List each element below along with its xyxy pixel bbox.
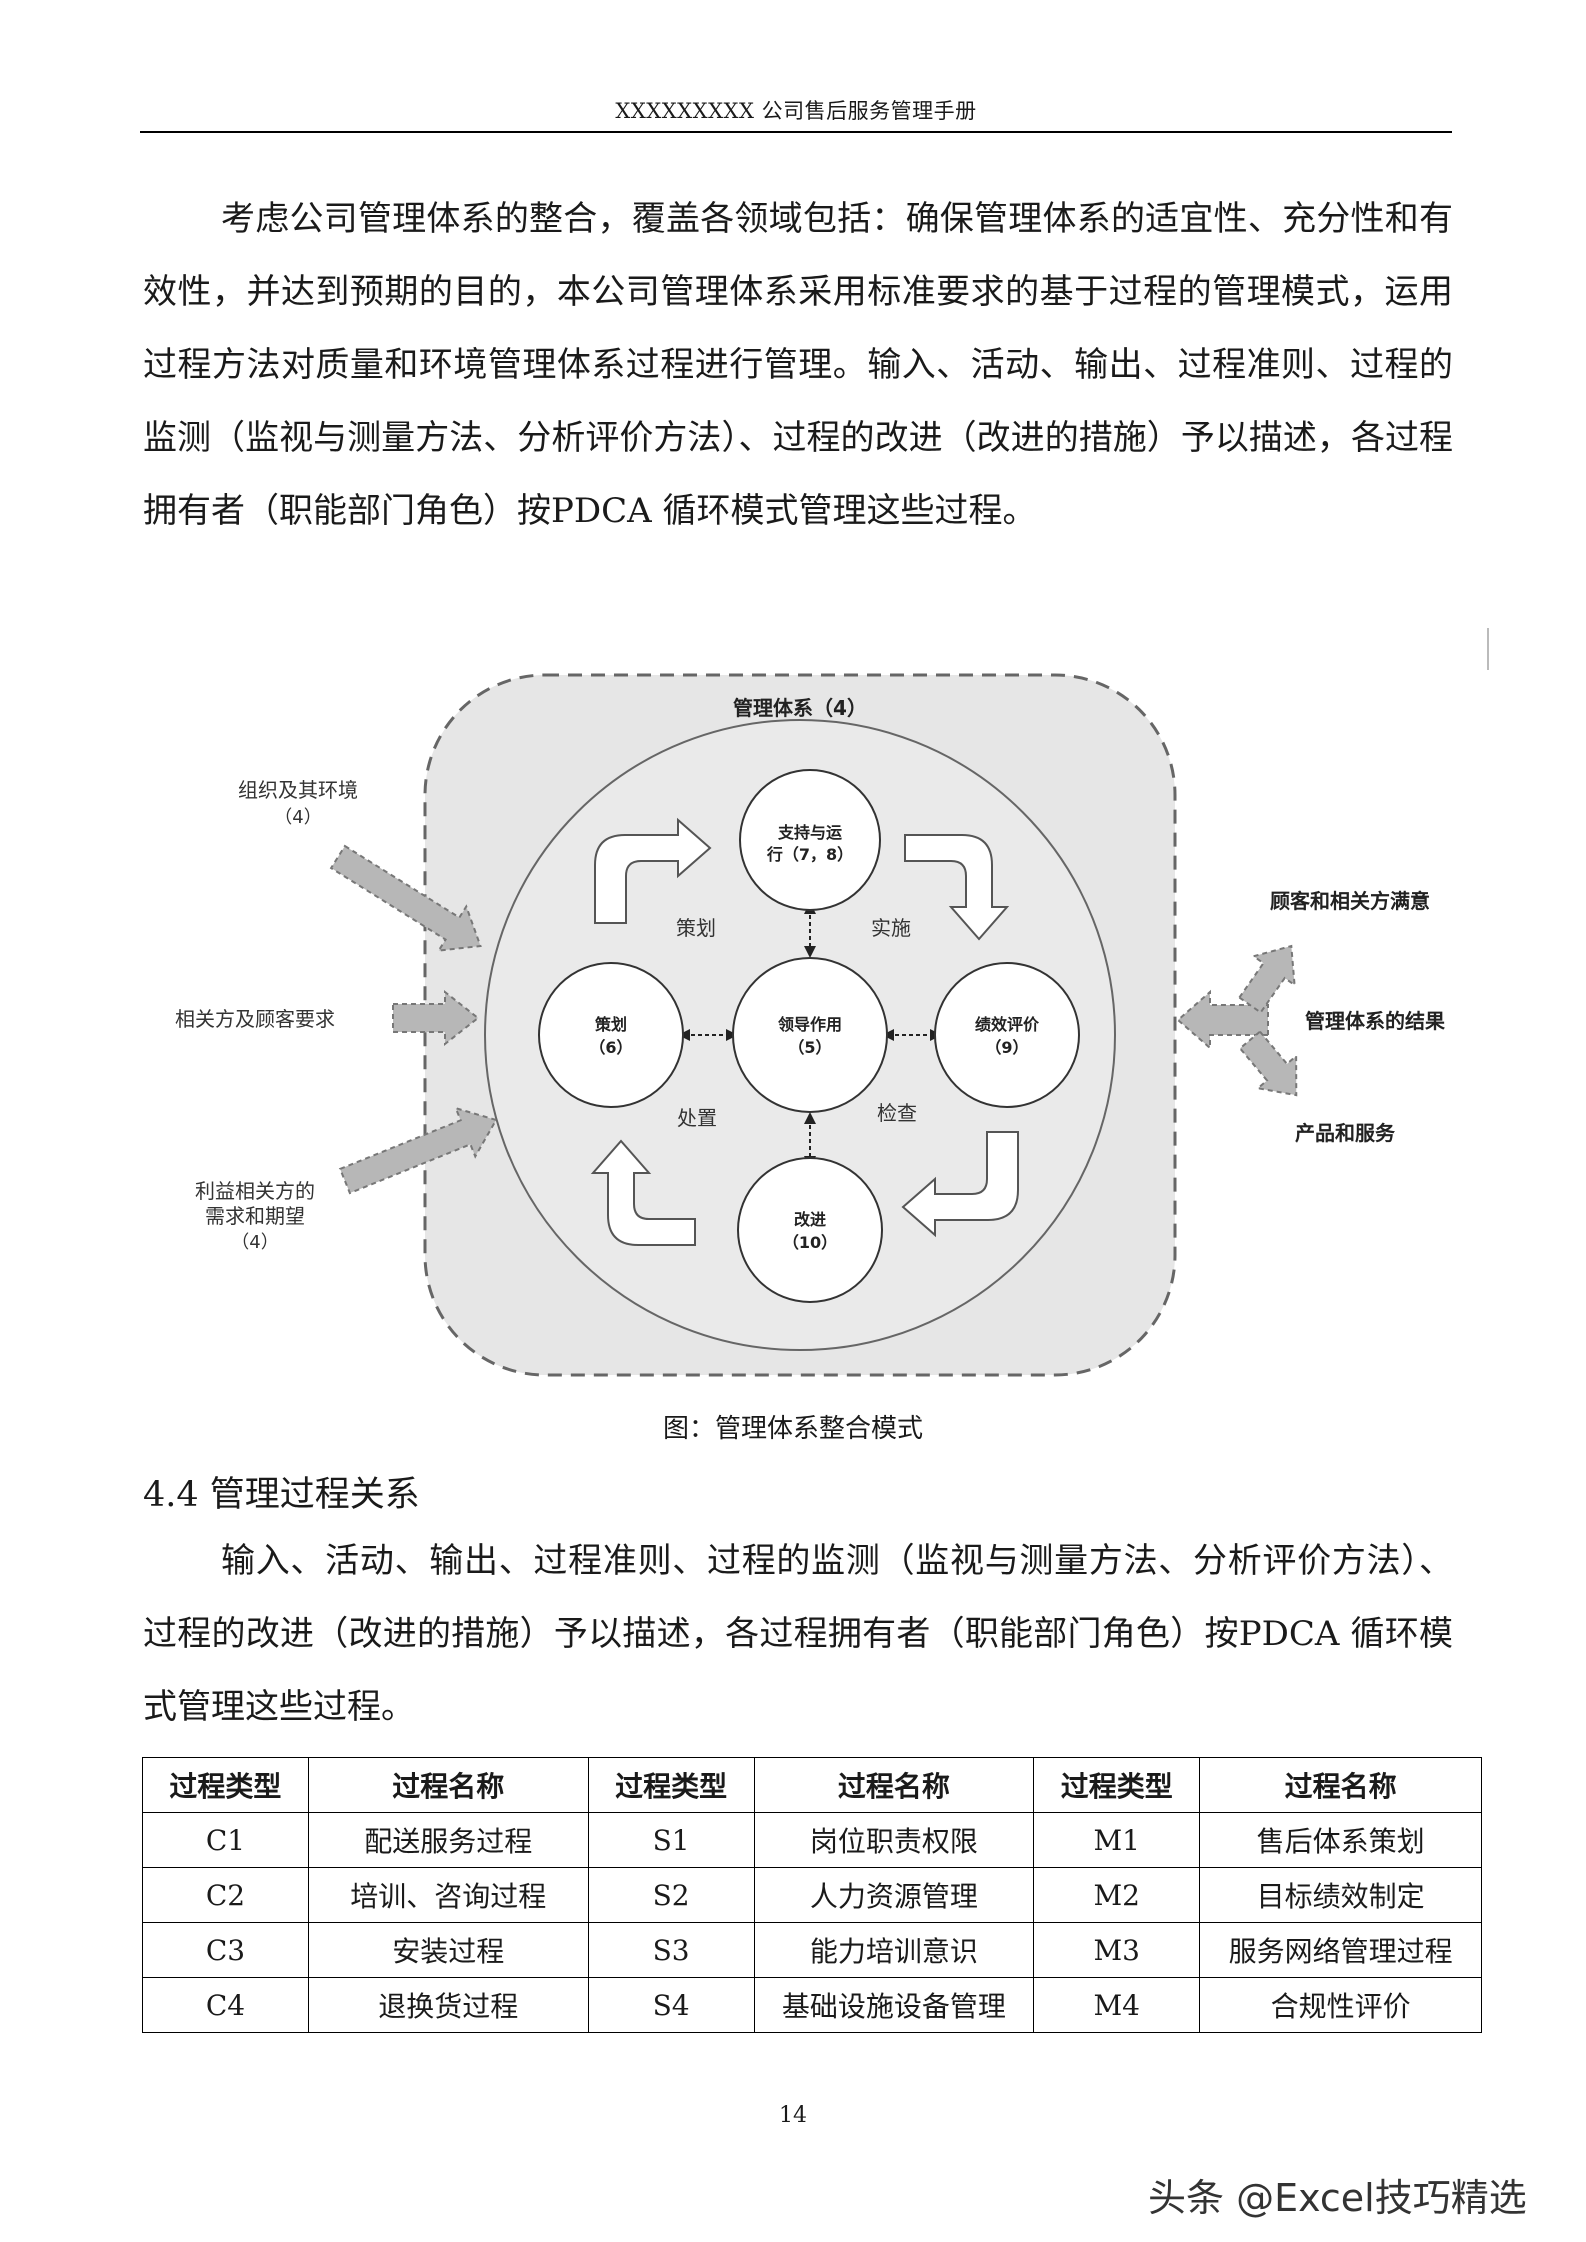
table-row: C4 退换货过程 S4 基础设施设备管理 M4 合规性评价 xyxy=(142,1977,1482,2033)
pdca-arrow-check xyxy=(901,1131,1019,1238)
table-cell: 配送服务过程 xyxy=(307,1812,589,1868)
output-arrow-products xyxy=(1238,1030,1298,1097)
pdca-arrow-do xyxy=(904,834,1010,941)
table-row: C3 安装过程 S3 能力培训意识 M3 服务网络管理过程 xyxy=(142,1922,1482,1978)
diagram-title: 管理体系（4） xyxy=(733,696,867,720)
pdca-arrow-act xyxy=(590,1139,696,1246)
table-cell: 培训、咨询过程 xyxy=(307,1867,589,1923)
intro-paragraph: 考虑公司管理体系的整合，覆盖各领域包括：确保管理体系的适宜性、充分性和有效性，并… xyxy=(143,199,1453,531)
circle-support xyxy=(739,769,881,911)
table-row: C2 培训、咨询过程 S2 人力资源管理 M2 目标绩效制定 xyxy=(142,1867,1482,1923)
table-cell: 合规性评价 xyxy=(1199,1977,1482,2033)
input-arrow-org-env xyxy=(329,844,482,952)
circle-improvement xyxy=(737,1157,883,1303)
table-cell: S1 xyxy=(587,1812,755,1868)
table-cell: C4 xyxy=(142,1977,309,2033)
output-label-satisfaction: 顾客和相关方满意 xyxy=(1270,889,1430,913)
circle-evaluation-line1: 绩效评价 xyxy=(975,1015,1040,1034)
output-label-products: 产品和服务 xyxy=(1295,1121,1396,1145)
page-header: XXXXXXXXX 公司售后服务管理手册 xyxy=(615,99,977,123)
input-label-stakeholder-line3: （4） xyxy=(231,1232,278,1253)
table-cell: S2 xyxy=(587,1867,755,1923)
table-cell: 岗位职责权限 xyxy=(753,1812,1035,1868)
section-paragraph: 输入、活动、输出、过程准则、过程的监测（监视与测量方法、分析评价方法）、过程的改… xyxy=(143,1541,1453,1727)
pdca-label-plan: 策划 xyxy=(676,916,716,940)
table-cell: C1 xyxy=(142,1812,309,1868)
header-cell: 过程类型 xyxy=(1033,1757,1201,1813)
input-arrow-customer-req xyxy=(392,989,480,1047)
header-rule xyxy=(140,131,1452,133)
input-arrow-stakeholder xyxy=(338,1106,498,1195)
figure-caption: 图：管理体系整合模式 xyxy=(662,1414,923,1444)
circle-improvement-line2: （10） xyxy=(783,1233,837,1252)
circle-leadership xyxy=(732,957,888,1113)
table-cell: 基础设施设备管理 xyxy=(753,1977,1035,2033)
circle-planning xyxy=(538,962,684,1108)
table-cell: C2 xyxy=(142,1867,309,1923)
input-label-customer-req: 相关方及顾客要求 xyxy=(175,1007,335,1031)
table-cell: 能力培训意识 xyxy=(753,1922,1035,1978)
circle-leadership-line1: 领导作用 xyxy=(778,1015,842,1034)
circle-improvement-line1: 改进 xyxy=(794,1210,826,1229)
header-cell: 过程名称 xyxy=(307,1757,589,1813)
table-cell: 服务网络管理过程 xyxy=(1199,1922,1482,1978)
circle-evaluation xyxy=(934,962,1080,1108)
table-cell: M1 xyxy=(1033,1812,1201,1868)
table-cell: 人力资源管理 xyxy=(753,1867,1035,1923)
table-cell: M3 xyxy=(1033,1922,1201,1978)
section-heading: 4.4 管理过程关系 xyxy=(143,1475,420,1515)
process-table: 过程类型 过程名称 过程类型 过程名称 过程类型 过程名称 C1 配送服务过程 … xyxy=(142,1757,1482,2033)
pdca-arrow-plan xyxy=(594,817,712,924)
table-cell: S4 xyxy=(587,1977,755,2033)
table-cell: 安装过程 xyxy=(307,1922,589,1978)
circle-support-line1: 支持与运 xyxy=(777,823,842,842)
table-cell: 售后体系策划 xyxy=(1199,1812,1482,1868)
header-cell: 过程名称 xyxy=(753,1757,1035,1813)
margin-mark xyxy=(1487,628,1489,670)
table-cell: 目标绩效制定 xyxy=(1199,1867,1482,1923)
input-label-org-env-line2: （4） xyxy=(274,807,321,828)
table-cell: 退换货过程 xyxy=(307,1977,589,2033)
circle-planning-line1: 策划 xyxy=(594,1015,627,1034)
output-label-results: 管理体系的结果 xyxy=(1305,1009,1445,1033)
output-arrow-satisfaction xyxy=(1237,944,1296,1014)
header-cell: 过程类型 xyxy=(142,1757,309,1813)
circle-planning-line2: （6） xyxy=(589,1038,632,1057)
pdca-label-do: 实施 xyxy=(871,916,911,940)
watermark-text: 头条 @Excel技巧精选 xyxy=(1148,2176,1527,2220)
circle-support-line2: 行（7，8） xyxy=(766,845,853,864)
table-cell: S3 xyxy=(587,1922,755,1978)
table-row: C1 配送服务过程 S1 岗位职责权限 M1 售后体系策划 xyxy=(142,1812,1482,1868)
table-cell: M4 xyxy=(1033,1977,1201,2033)
header-cell: 过程类型 xyxy=(587,1757,755,1813)
management-system-diagram: 管理体系（4） 策划 实施 处置 检查 支持与运 行（7，8） 策划 （6） 领… xyxy=(175,673,1445,1377)
circle-evaluation-line2: （9） xyxy=(985,1038,1028,1057)
pdca-label-act: 处置 xyxy=(677,1106,717,1130)
input-label-org-env-line1: 组织及其环境 xyxy=(238,778,358,802)
page-number: 14 xyxy=(779,2103,807,2128)
table-header-row: 过程类型 过程名称 过程类型 过程名称 过程类型 过程名称 xyxy=(142,1757,1482,1813)
input-label-stakeholder-line2: 需求和期望 xyxy=(205,1204,305,1228)
circle-leadership-line2: （5） xyxy=(788,1038,831,1057)
header-cell: 过程名称 xyxy=(1199,1757,1482,1813)
pdca-label-check: 检查 xyxy=(877,1101,917,1125)
input-label-stakeholder-line1: 利益相关方的 xyxy=(195,1179,315,1203)
table-cell: M2 xyxy=(1033,1867,1201,1923)
table-cell: C3 xyxy=(142,1922,309,1978)
